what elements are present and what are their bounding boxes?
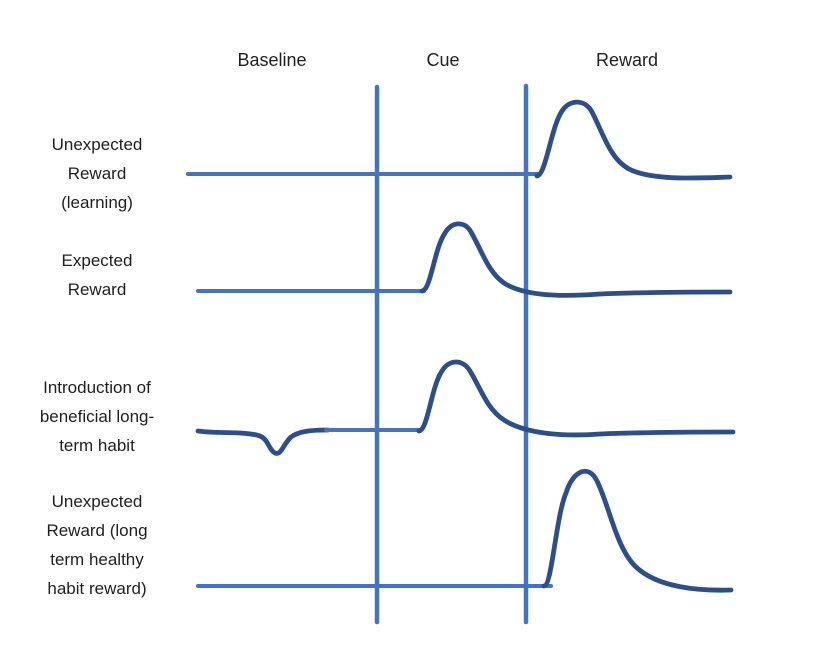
row2-response-curve: [419, 221, 733, 298]
row-label-introduction-beneficial-habit: Introduction of beneficial long- term ha…: [39, 378, 155, 455]
cue-column-header: Cue: [426, 50, 460, 70]
row3-response-curve: [416, 359, 736, 438]
row4-response-curve: [541, 468, 734, 593]
row3-dip-segment: [195, 427, 331, 456]
row-label-unexpected-reward-habit: Unexpected Reward (long term healthy hab…: [46, 492, 148, 598]
row1-response-curve: [534, 99, 733, 181]
row-label-unexpected-reward-learning: Unexpected Reward (learning): [51, 135, 143, 212]
row-label-expected-reward: Expected Reward: [61, 251, 133, 299]
reward-column-header: Reward: [595, 50, 659, 70]
baseline-column-header: Baseline: [237, 50, 307, 70]
